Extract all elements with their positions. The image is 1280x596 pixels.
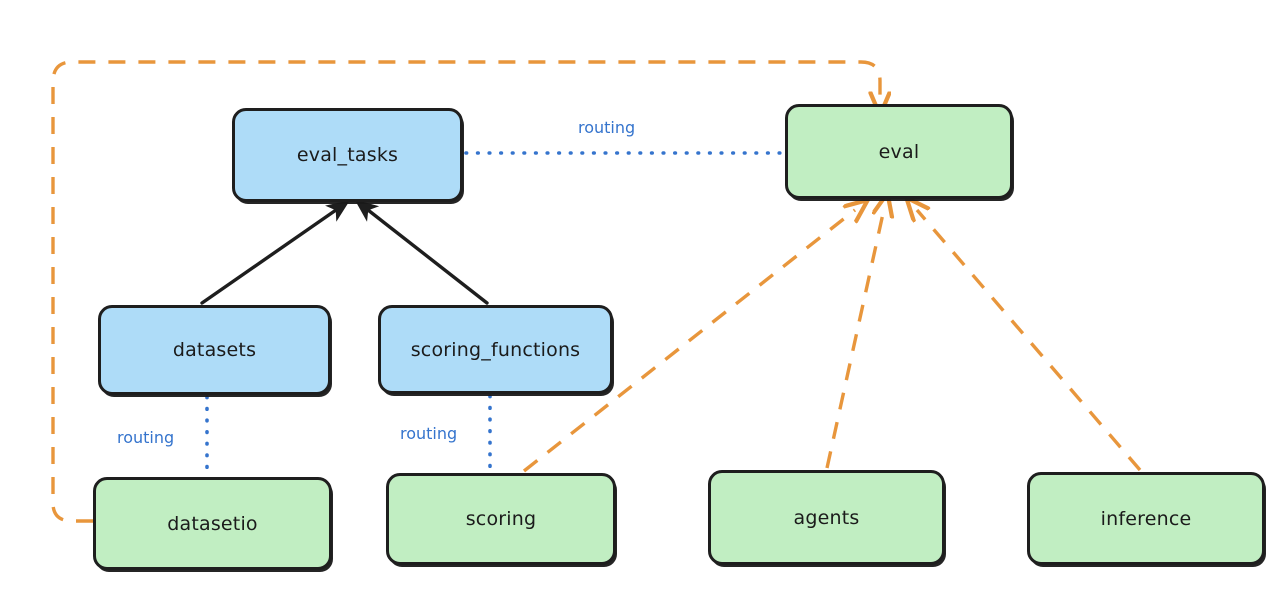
node-label: agents [793, 506, 860, 529]
edge-datasets-to-eval_tasks [200, 200, 350, 305]
edge-scoring-to-eval [522, 210, 855, 473]
node-datasetio[interactable]: datasetio [93, 477, 332, 570]
node-label: inference [1100, 507, 1192, 530]
edge-label-routing-scoring: routing [400, 424, 458, 443]
node-label: scoring_functions [410, 338, 581, 361]
edge-agents-to-eval [825, 209, 884, 469]
edge-label-routing-datasetio: routing [117, 428, 175, 447]
edge-scoring_functions-to-eval_tasks [354, 199, 489, 305]
edge-label-routing-eval: routing [578, 118, 636, 137]
node-scoring[interactable]: scoring [386, 473, 616, 565]
edge-inference-to-eval [917, 210, 1142, 472]
node-inference[interactable]: inference [1027, 472, 1265, 565]
node-eval-tasks[interactable]: eval_tasks [232, 108, 463, 202]
node-label: eval [878, 140, 920, 163]
node-eval[interactable]: eval [785, 104, 1013, 199]
edge-datasetio-to-eval [51, 60, 880, 523]
node-label: scoring [465, 508, 537, 530]
node-label: datasets [172, 339, 257, 361]
node-label: eval_tasks [296, 144, 399, 166]
node-datasets[interactable]: datasets [98, 305, 331, 395]
node-scoring-functions[interactable]: scoring_functions [378, 305, 613, 394]
node-label: datasetio [167, 512, 258, 535]
node-agents[interactable]: agents [708, 470, 945, 565]
